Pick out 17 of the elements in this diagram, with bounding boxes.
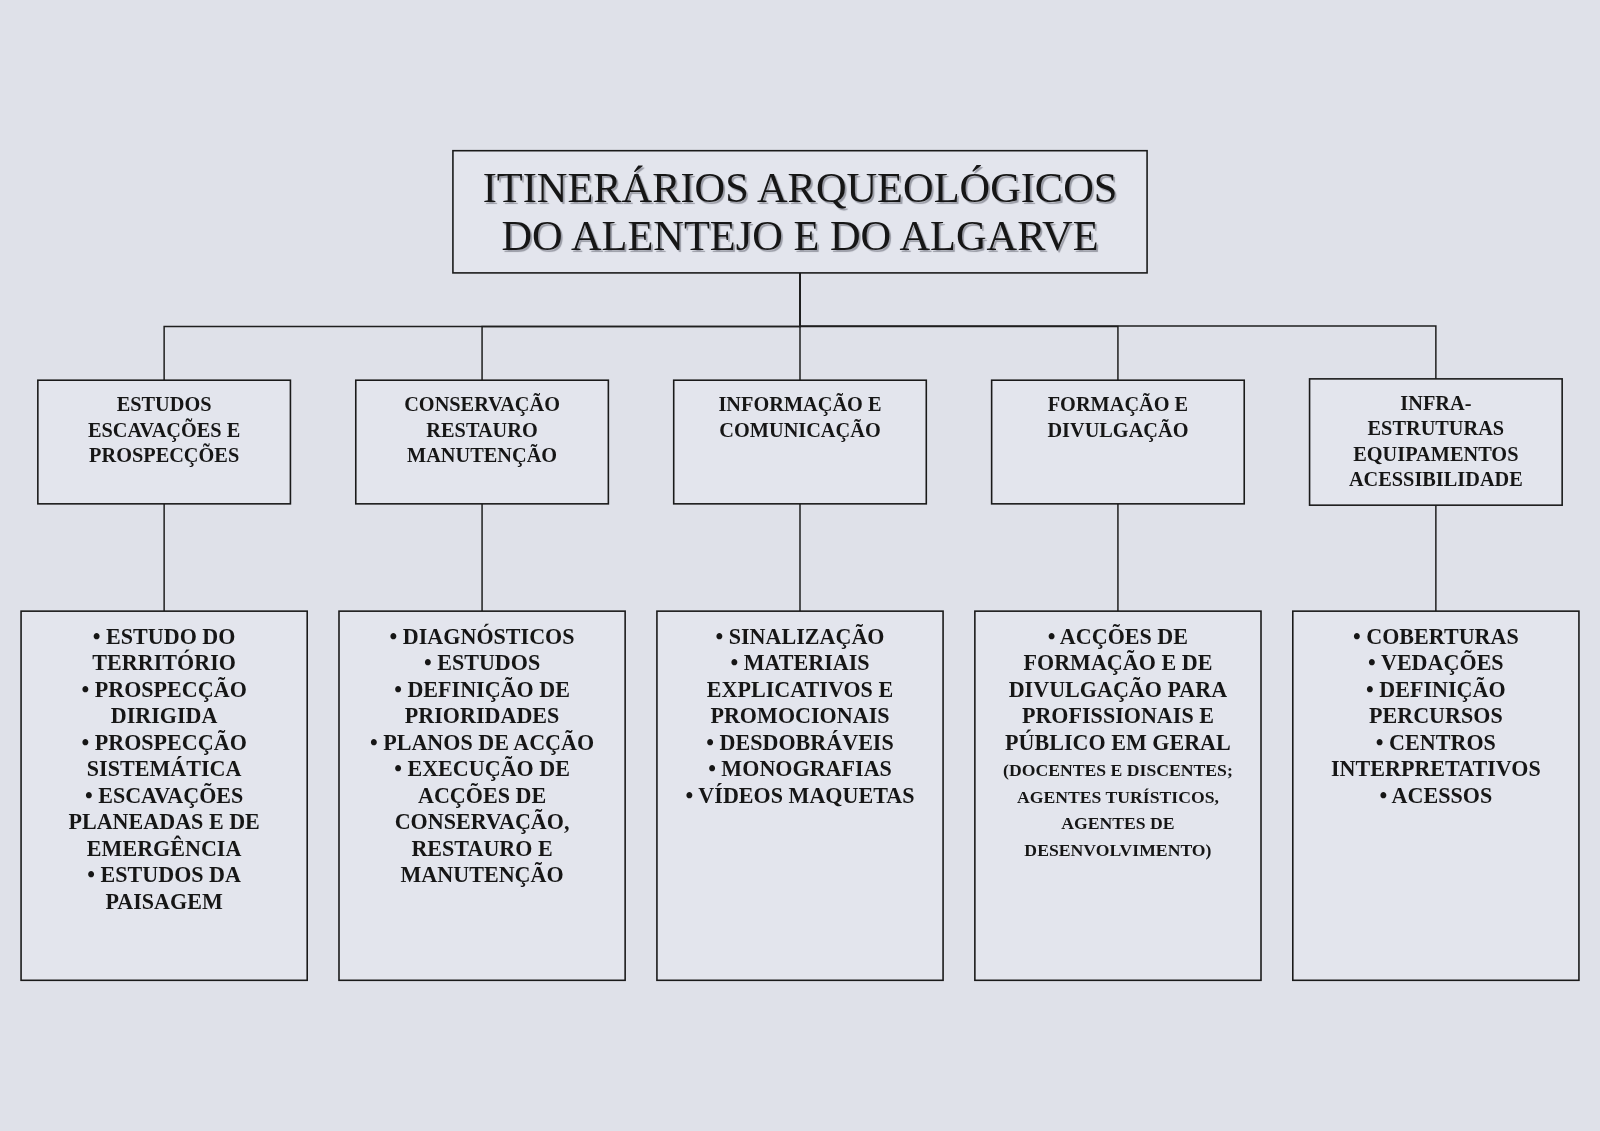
node-box: ITINERÁRIOS ARQUEOLÓGICOS DO ALENTEJO E DO ALGARVE xyxy=(452,149,1148,274)
connector xyxy=(799,272,1437,380)
node-box: INFORMAÇÃO E COMUNICAÇÃO xyxy=(672,379,928,505)
node-box: FORMAÇÃO E DIVULGAÇÃO xyxy=(990,379,1245,505)
connector xyxy=(163,503,165,612)
connector xyxy=(799,503,801,612)
node-box: • DIAGNÓSTICOS • ESTUDOS • DEFINIÇÃO DE PRIORIDADES • PLANOS DE ACÇÃO • EXECUÇÃO DE ACÇÕES DE CONSERVAÇÃO, RESTAURO E MANUTENÇÃO xyxy=(338,610,626,982)
node-box: • COBERTURAS • VEDAÇÕES • DEFINIÇÃO PERCURSOS • CENTROS INTERPRETATIVOS • ACESSOS xyxy=(1292,610,1580,982)
node-box: ESTUDOS ESCAVAÇÕES E PROSPECÇÕES xyxy=(37,379,292,505)
node-box: CONSERVAÇÃO RESTAURO MANUTENÇÃO xyxy=(355,379,610,505)
connector xyxy=(1117,503,1119,612)
node-box: • ACÇÕES DE FORMAÇÃO E DE DIVULGAÇÃO PARA PROFISSIONAIS E PÚBLICO EM GERAL (DOCENTES E DISCENTES; AGENTES TURÍSTICOS, AGENTES DE DESENVOLVIMENTO) xyxy=(974,610,1262,982)
connector xyxy=(481,503,483,612)
node-box: • ESTUDO DO TERRITÓRIO • PROSPECÇÃO DIRIGIDA • PROSPECÇÃO SISTEMÁTICA • ESCAVAÇÕES PLANEADAS E DE EMERGÊNCIA • ESTUDOS DA PAISAGEM xyxy=(20,610,308,982)
connector xyxy=(1435,504,1437,612)
node-box: INFRA-ESTRUTURAS EQUIPAMENTOS ACESSIBILIDADE xyxy=(1308,378,1563,506)
node-box: • SINALIZAÇÃO • MATERIAIS EXPLICATIVOS E PROMOCIONAIS • DESDOBRÁVEIS • MONOGRAFIAS • VÍDEOS MAQUETAS xyxy=(656,610,944,982)
